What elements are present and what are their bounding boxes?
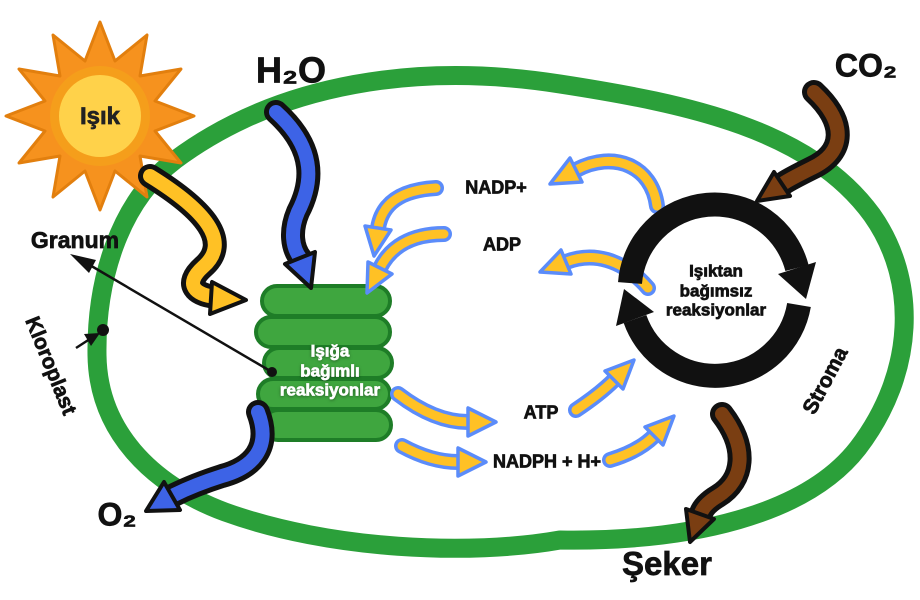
nadph-label: NADPH + H+ <box>492 451 602 472</box>
atp-to-cycle-arrow <box>568 358 636 418</box>
atp-out-arrow <box>390 386 498 438</box>
water-arrow <box>264 100 321 290</box>
sugar-arrow <box>684 402 752 544</box>
pointer-dot <box>267 367 277 377</box>
label-line: bağımlı <box>300 361 360 381</box>
arrow-shaft <box>143 169 223 304</box>
co2-arrow <box>755 80 850 203</box>
arrow-shaft <box>375 229 449 273</box>
pointer-arrow-head <box>70 254 96 273</box>
label-line: reaksiyonlar <box>665 300 767 320</box>
arrow-shaft <box>777 85 845 190</box>
nadp-to-grana-arrow <box>363 180 444 258</box>
arrow-shaft <box>605 431 659 465</box>
arrow-head <box>466 406 498 438</box>
adp-to-grana-arrow <box>365 226 452 295</box>
chloroplast-pointer <box>75 324 109 350</box>
cycle-arc-bottom <box>623 302 811 388</box>
cycle-arrow-head <box>778 262 816 299</box>
granum-label: Granum <box>30 226 120 253</box>
arrow-head <box>538 248 573 276</box>
arrow-shaft <box>269 105 316 266</box>
arrow-shaft <box>373 183 441 233</box>
nadp-label: NADP+ <box>465 177 527 198</box>
arrow-head <box>603 358 636 391</box>
arrow-head <box>755 170 792 203</box>
nadph-to-cycle-arrow <box>602 414 676 468</box>
arrow-shaft <box>571 157 662 211</box>
cycle-arc-top <box>618 192 809 285</box>
pointer-line <box>87 262 273 374</box>
arrow-head <box>208 280 248 316</box>
cycle-arrow-head <box>616 289 654 326</box>
arrow-shaft <box>571 375 619 415</box>
granum-pointer <box>70 254 277 377</box>
label-line: Işıktan <box>689 261 744 281</box>
water-label: H₂O <box>256 49 327 91</box>
light-arrow <box>138 164 248 316</box>
sun-icon <box>4 20 196 212</box>
arrow-head <box>548 156 584 186</box>
nadp-return-arrow <box>548 153 665 214</box>
arrow-shaft <box>397 441 463 467</box>
arrow-head <box>456 446 488 478</box>
light-independent-cycle <box>616 192 816 388</box>
adp-label: ADP <box>482 234 522 255</box>
arrow-shaft <box>393 389 473 427</box>
thylakoid-disc <box>261 408 393 442</box>
light-label: Işık <box>79 103 121 131</box>
nadph-out-arrow <box>394 438 488 478</box>
oxygen-label: O₂ <box>97 496 137 533</box>
arrow-head <box>363 224 393 258</box>
granum-stack <box>254 284 394 442</box>
light-dependent-reactions-label: Işığa bağımlı reaksiyonlar <box>279 341 381 401</box>
label-line: reaksiyonlar <box>279 380 381 400</box>
label-line: bağımsız <box>679 281 753 301</box>
arrow-shaft <box>167 405 270 502</box>
arrow-shaft <box>694 407 747 520</box>
oxygen-arrow <box>144 400 275 513</box>
light-independent-reactions-label: Işıktan bağımsız reaksiyonlar <box>665 261 767 321</box>
sun-core <box>59 75 141 157</box>
arrow-head <box>684 507 716 544</box>
sugar-label: Şeker <box>622 545 713 583</box>
arrow-head <box>365 260 394 295</box>
arrow-head <box>283 250 317 290</box>
arrow-head <box>144 480 182 513</box>
arrow-head <box>643 414 676 447</box>
co2-label: CO₂ <box>834 47 898 84</box>
pointer-arrow-head <box>84 333 100 346</box>
pointer-dot <box>97 324 109 336</box>
atp-label: ATP <box>523 402 559 423</box>
label-line: Işığa <box>310 341 350 361</box>
